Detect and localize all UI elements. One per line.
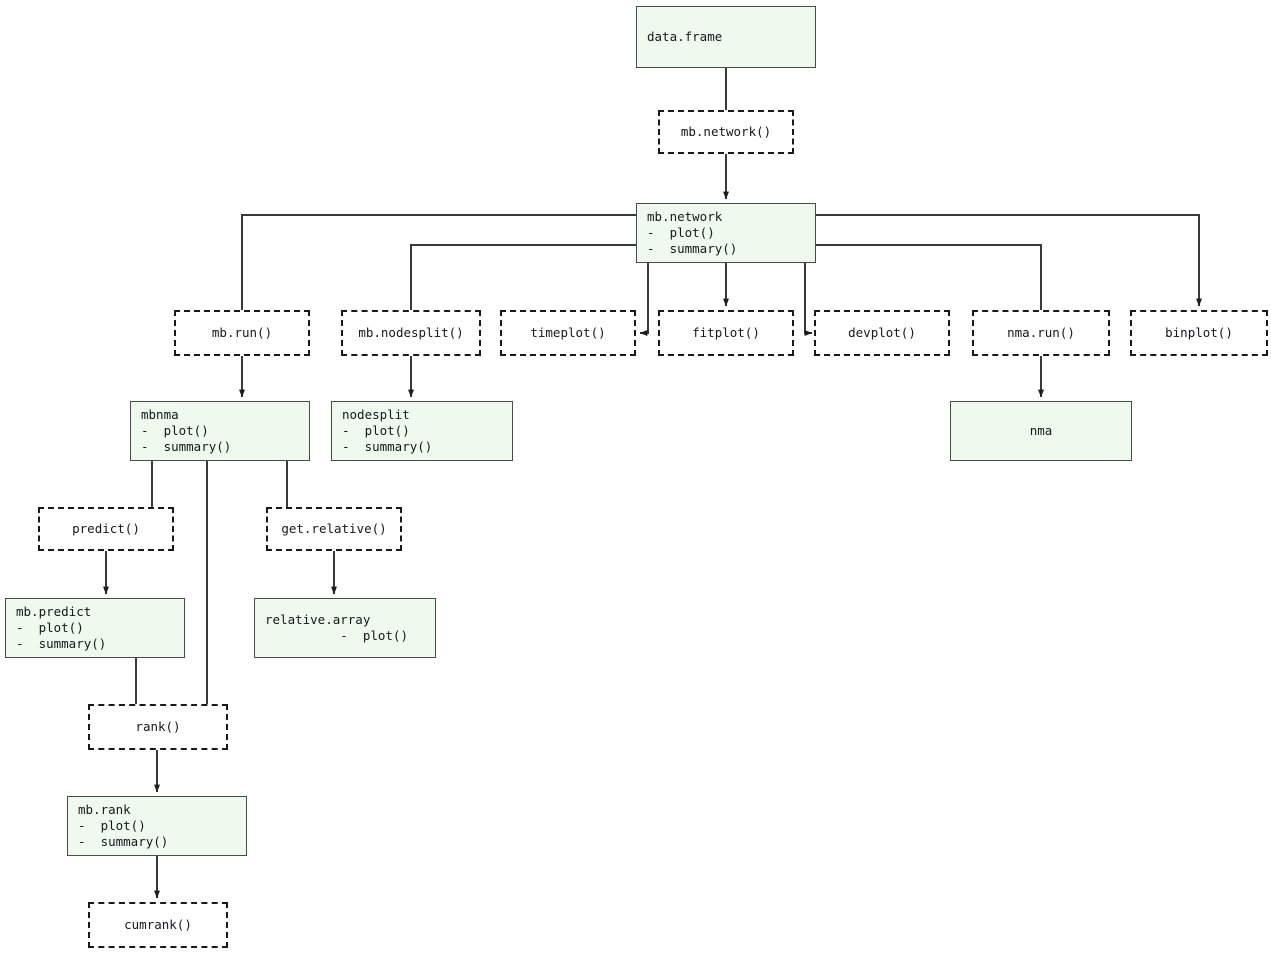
node-line: nodesplit [342, 407, 410, 423]
edge-mbnetwork-to-nmarun [816, 244, 1042, 310]
node-line: cumrank() [124, 917, 192, 933]
node-label-cumrank-fn: cumrank() [90, 917, 226, 933]
node-label-mb-nodesplit: mb.nodesplit() [343, 325, 479, 341]
node-line: mb.nodesplit() [358, 325, 464, 341]
node-line: - summary() [16, 635, 107, 651]
node-line: mb.network [647, 209, 723, 225]
node-line: mb.run() [211, 325, 273, 341]
node-line: mbnma [141, 407, 179, 423]
node-label-timeplot: timeplot() [502, 325, 634, 341]
node-line: mb.network() [680, 124, 772, 140]
edge-group [103, 68, 1203, 899]
node-line: - summary() [647, 240, 738, 256]
node-line: nma.run() [1007, 325, 1075, 341]
node-line: - plot() [647, 225, 715, 241]
object-node-data-frame[interactable]: data.frame [636, 6, 816, 68]
node-line: devplot() [848, 325, 916, 341]
node-label-predict-fn: predict() [40, 521, 172, 537]
object-node-mb-predict-obj[interactable]: mb.predict- plot()- summary() [5, 598, 185, 658]
node-label-nma-obj: nma [951, 423, 1131, 439]
node-line: binplot() [1165, 325, 1233, 341]
node-label-nodesplit-obj: nodesplit- plot()- summary() [332, 407, 512, 455]
edge-mbnetwork-to-mbnodesplit [410, 244, 636, 310]
function-node-rank-fn[interactable]: rank() [88, 704, 228, 750]
node-label-fitplot: fitplot() [660, 325, 792, 341]
node-line: mb.predict [16, 604, 92, 620]
function-node-mb-nodesplit[interactable]: mb.nodesplit() [341, 310, 481, 356]
node-line: - plot() [141, 423, 209, 439]
node-label-get-relative-fn: get.relative() [268, 521, 400, 537]
node-label-binplot: binplot() [1132, 325, 1266, 341]
node-label-relative-array-obj: relative.array - plot() [255, 612, 435, 644]
node-line: timeplot() [530, 325, 606, 341]
node-line: - summary() [78, 833, 169, 849]
node-line: mb.rank [78, 802, 131, 818]
node-label-mb-rank-obj: mb.rank- plot()- summary() [68, 802, 246, 850]
edge-mbnetwork-to-binplot [816, 214, 1203, 307]
node-label-devplot: devplot() [816, 325, 948, 341]
node-line: - plot() [265, 628, 408, 643]
function-node-timeplot[interactable]: timeplot() [500, 310, 636, 356]
node-line: - summary() [141, 438, 232, 454]
function-node-devplot[interactable]: devplot() [814, 310, 950, 356]
function-node-cumrank-fn[interactable]: cumrank() [88, 902, 228, 948]
node-line: - summary() [342, 438, 433, 454]
function-node-binplot[interactable]: binplot() [1130, 310, 1268, 356]
node-label-mb-network-fn: mb.network() [660, 124, 792, 140]
object-node-relative-array-obj[interactable]: relative.array - plot() [254, 598, 436, 658]
node-label-mb-run: mb.run() [176, 325, 308, 341]
node-label-mb-network-obj: mb.network- plot()- summary() [637, 209, 815, 257]
node-line: data.frame [647, 29, 723, 45]
object-node-nodesplit-obj[interactable]: nodesplit- plot()- summary() [331, 401, 513, 461]
function-node-fitplot[interactable]: fitplot() [658, 310, 794, 356]
object-node-mb-network-obj[interactable]: mb.network- plot()- summary() [636, 203, 816, 263]
edge-mbnetwork-to-devplot [804, 263, 813, 336]
function-node-mb-run[interactable]: mb.run() [174, 310, 310, 356]
object-node-nma-obj[interactable]: nma [950, 401, 1132, 461]
node-label-data-frame: data.frame [637, 29, 815, 45]
function-node-predict-fn[interactable]: predict() [38, 507, 174, 551]
function-node-mb-network-fn[interactable]: mb.network() [658, 110, 794, 154]
node-line: - plot() [16, 620, 84, 636]
node-label-rank-fn: rank() [90, 719, 226, 735]
node-label-mb-predict-obj: mb.predict- plot()- summary() [6, 604, 184, 652]
node-line: predict() [72, 521, 140, 537]
node-line: relative.array [265, 612, 371, 628]
edge-mbnetwork-to-mbrun [241, 214, 636, 310]
node-line: nma [1029, 423, 1053, 439]
object-node-mb-rank-obj[interactable]: mb.rank- plot()- summary() [67, 796, 247, 856]
function-node-nma-run[interactable]: nma.run() [972, 310, 1110, 356]
node-label-mbnma-obj: mbnma- plot()- summary() [131, 407, 309, 455]
function-node-get-relative-fn[interactable]: get.relative() [266, 507, 402, 551]
node-line: rank() [135, 719, 181, 735]
node-label-nma-run: nma.run() [974, 325, 1108, 341]
node-line: get.relative() [281, 521, 387, 537]
object-node-mbnma-obj[interactable]: mbnma- plot()- summary() [130, 401, 310, 461]
node-line: - plot() [78, 818, 146, 834]
node-line: - plot() [342, 423, 410, 439]
edge-mbnetwork-to-timeplot [639, 263, 649, 337]
node-line: fitplot() [692, 325, 760, 341]
